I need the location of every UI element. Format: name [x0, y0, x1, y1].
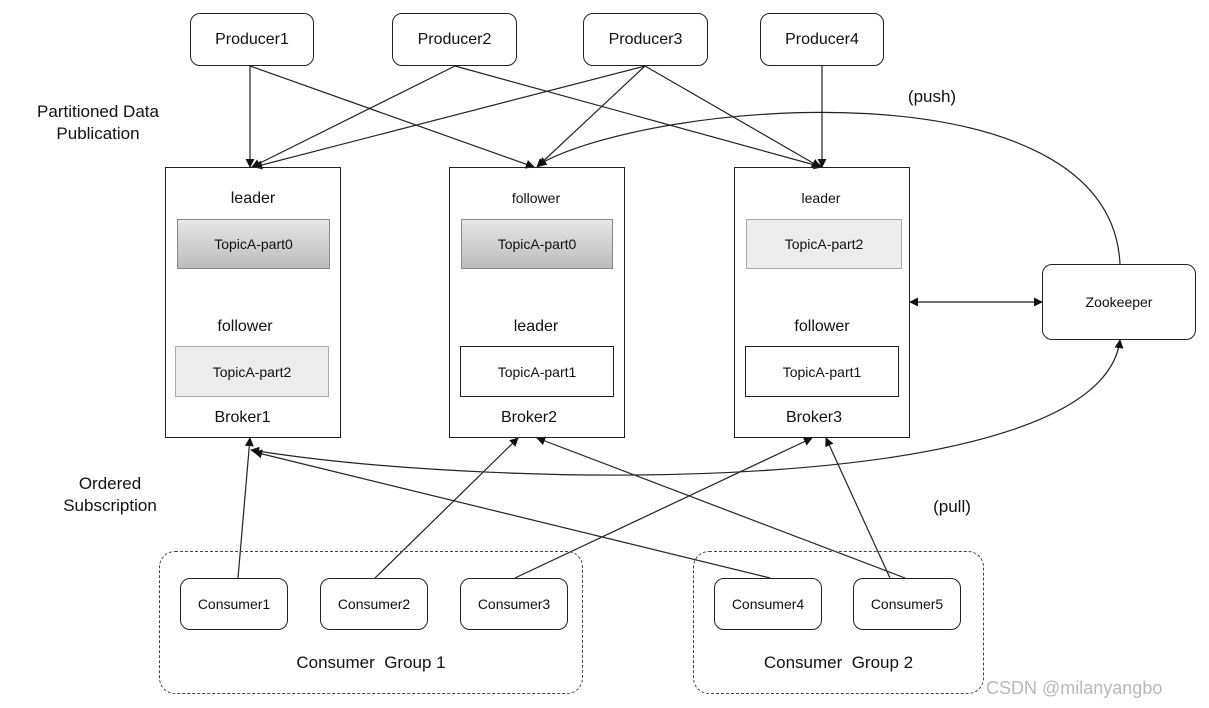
broker-1-bottom-partition: TopicA-part2 [175, 346, 329, 397]
broker-2-bottom-partition: TopicA-part1 [460, 346, 614, 397]
consumer-group-1-name: Consumer Group 1 [296, 653, 446, 672]
consumer-2-label: Consumer2 [337, 596, 411, 612]
publication-label: Partitioned Data Publication [18, 101, 178, 145]
broker-3-top-role: leader [801, 190, 841, 206]
arrow-producer3-broker2 [536, 65, 646, 168]
broker-1-name: Broker1 [214, 409, 271, 426]
broker-2-top-role: follower [511, 190, 561, 206]
zookeeper-label: Zookeeper [1085, 294, 1153, 310]
push-label: (push) [892, 86, 972, 108]
publication-line-1: Partitioned Data [37, 102, 159, 121]
producer-4-box: Producer4 [760, 13, 884, 66]
producer-3-box: Producer3 [583, 13, 708, 66]
broker-3 [734, 167, 910, 438]
broker-3-top-partition: TopicA-part2 [746, 219, 902, 269]
consumer-3-label: Consumer3 [477, 596, 551, 612]
subscription-line-2: Subscription [63, 496, 157, 515]
broker-1-top-partition-label: TopicA-part0 [214, 236, 293, 252]
arrow-consumer3-broker3 [514, 437, 813, 579]
broker-2-name: Broker2 [500, 409, 558, 426]
publication-line-2: Publication [56, 124, 140, 143]
broker-3-bottom-partition: TopicA-part1 [745, 346, 899, 397]
zookeeper-box: Zookeeper [1042, 264, 1196, 340]
broker-1-bottom-partition-label: TopicA-part2 [212, 363, 292, 380]
broker-1 [165, 167, 341, 438]
broker-3-top-partition-label: TopicA-part2 [784, 236, 864, 252]
arrow-producer3-broker1 [253, 65, 646, 170]
arrow-consumer5-broker3 [825, 437, 891, 579]
consumer-1-label: Consumer1 [197, 596, 271, 612]
producer-1-label: Producer1 [215, 30, 289, 48]
consumer-group-2-name: Consumer Group 2 [763, 653, 914, 672]
consumer-1-box: Consumer1 [180, 578, 288, 630]
producer-2-label: Producer2 [417, 30, 492, 48]
producer-2-box: Producer2 [392, 13, 517, 66]
broker-1-bottom-role: follower [217, 318, 273, 335]
arrow-producer2-broker1 [251, 65, 456, 168]
subscription-line-1: Ordered [78, 474, 142, 493]
broker-2-bottom-role: leader [513, 318, 559, 335]
push-curve [537, 111, 1121, 265]
pull-label: (pull) [912, 496, 992, 518]
consumer-group-2 [693, 551, 984, 694]
broker-1-top-role: leader [230, 190, 276, 207]
broker-3-bottom-partition-label: TopicA-part1 [782, 363, 862, 380]
consumer-4-label: Consumer4 [731, 596, 805, 612]
broker-2-bottom-partition-label: TopicA-part1 [497, 363, 577, 380]
push-text: (push) [907, 87, 957, 106]
pull-text: (pull) [933, 497, 971, 516]
producer-1-box: Producer1 [190, 13, 314, 66]
subscription-label: Ordered Subscription [30, 473, 190, 517]
arrow-consumer2-broker2 [374, 437, 519, 579]
producer-4-label: Producer4 [785, 30, 859, 48]
consumer-group-1 [159, 551, 583, 694]
broker-3-bottom-role: follower [794, 318, 850, 335]
broker-3-name: Broker3 [785, 409, 843, 426]
consumer-3-box: Consumer3 [460, 578, 568, 630]
arrow-producer1-broker2 [249, 65, 535, 169]
arrow-producer2-broker3 [454, 65, 823, 170]
arrow-consumer5-broker2 [536, 436, 906, 579]
consumer-5-box: Consumer5 [853, 578, 961, 630]
consumer-2-box: Consumer2 [320, 578, 428, 630]
broker-1-top-partition: TopicA-part0 [177, 219, 330, 269]
arrow-consumer1-broker1 [237, 437, 254, 579]
broker-2 [449, 167, 625, 438]
arrow-consumer4-broker1 [253, 449, 771, 579]
consumer-5-label: Consumer5 [870, 596, 944, 612]
broker-2-top-partition-label: TopicA-part0 [497, 236, 577, 252]
broker1-zookeeper-curve [250, 339, 1124, 476]
consumer-4-box: Consumer4 [714, 578, 822, 630]
producer-3-label: Producer3 [608, 30, 683, 48]
broker-2-top-partition: TopicA-part0 [461, 219, 613, 269]
watermark: CSDN @milanyangbo [986, 678, 1163, 698]
